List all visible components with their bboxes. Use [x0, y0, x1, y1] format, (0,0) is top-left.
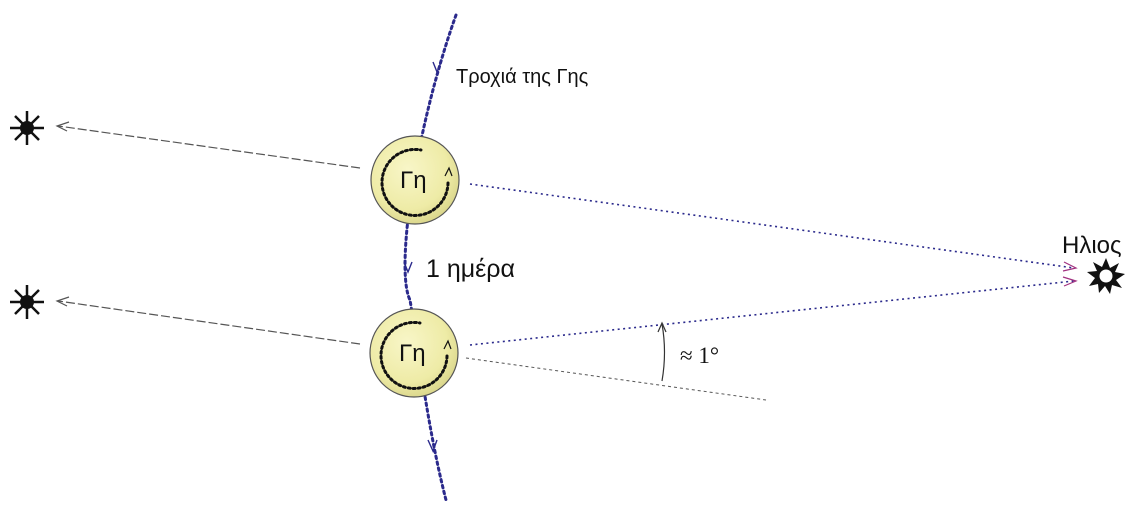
earth-top: Γη [370, 135, 460, 225]
sun-sightline-bottom-arrowhead [1062, 276, 1078, 287]
sun-label: Ηλιος [1062, 232, 1122, 259]
sun-sightline-top [469, 183, 1075, 269]
earth-label-top: Γη [400, 167, 427, 194]
earth-bottom: Γη [369, 308, 459, 398]
sun-sightline-top-arrowhead [1062, 261, 1078, 272]
sun-icon [1087, 258, 1125, 294]
orbit-arrow-bottom [427, 439, 438, 453]
interval-label: 1 ημέρα [426, 255, 515, 283]
star-sightline-bottom-arrowhead [55, 296, 70, 307]
rotation-arrow-icon [379, 320, 449, 390]
angle-label: ≈ 1° [680, 343, 719, 368]
rotation-arrowhead [444, 166, 453, 177]
earth-label-bottom: Γη [399, 340, 426, 367]
star-icon [10, 111, 44, 145]
star-sightline-bottom [57, 300, 361, 345]
orbit-arrow-top [432, 61, 442, 74]
orbit-arrow-middle [403, 261, 413, 274]
angle-arc [661, 323, 666, 382]
angle-reference-line [465, 357, 767, 401]
star-icon [10, 285, 44, 319]
star-sightline-top-arrowhead [55, 121, 70, 132]
earth-orbit-path [403, 13, 458, 502]
rotation-arrowhead [443, 339, 452, 350]
sun-sightline-bottom [469, 280, 1075, 346]
rotation-arrow-icon [380, 147, 450, 217]
orbit-label: Τροχιά της Γης [456, 66, 589, 88]
angle-arc-arrowhead [657, 321, 667, 333]
star-sightline-top [57, 125, 361, 169]
